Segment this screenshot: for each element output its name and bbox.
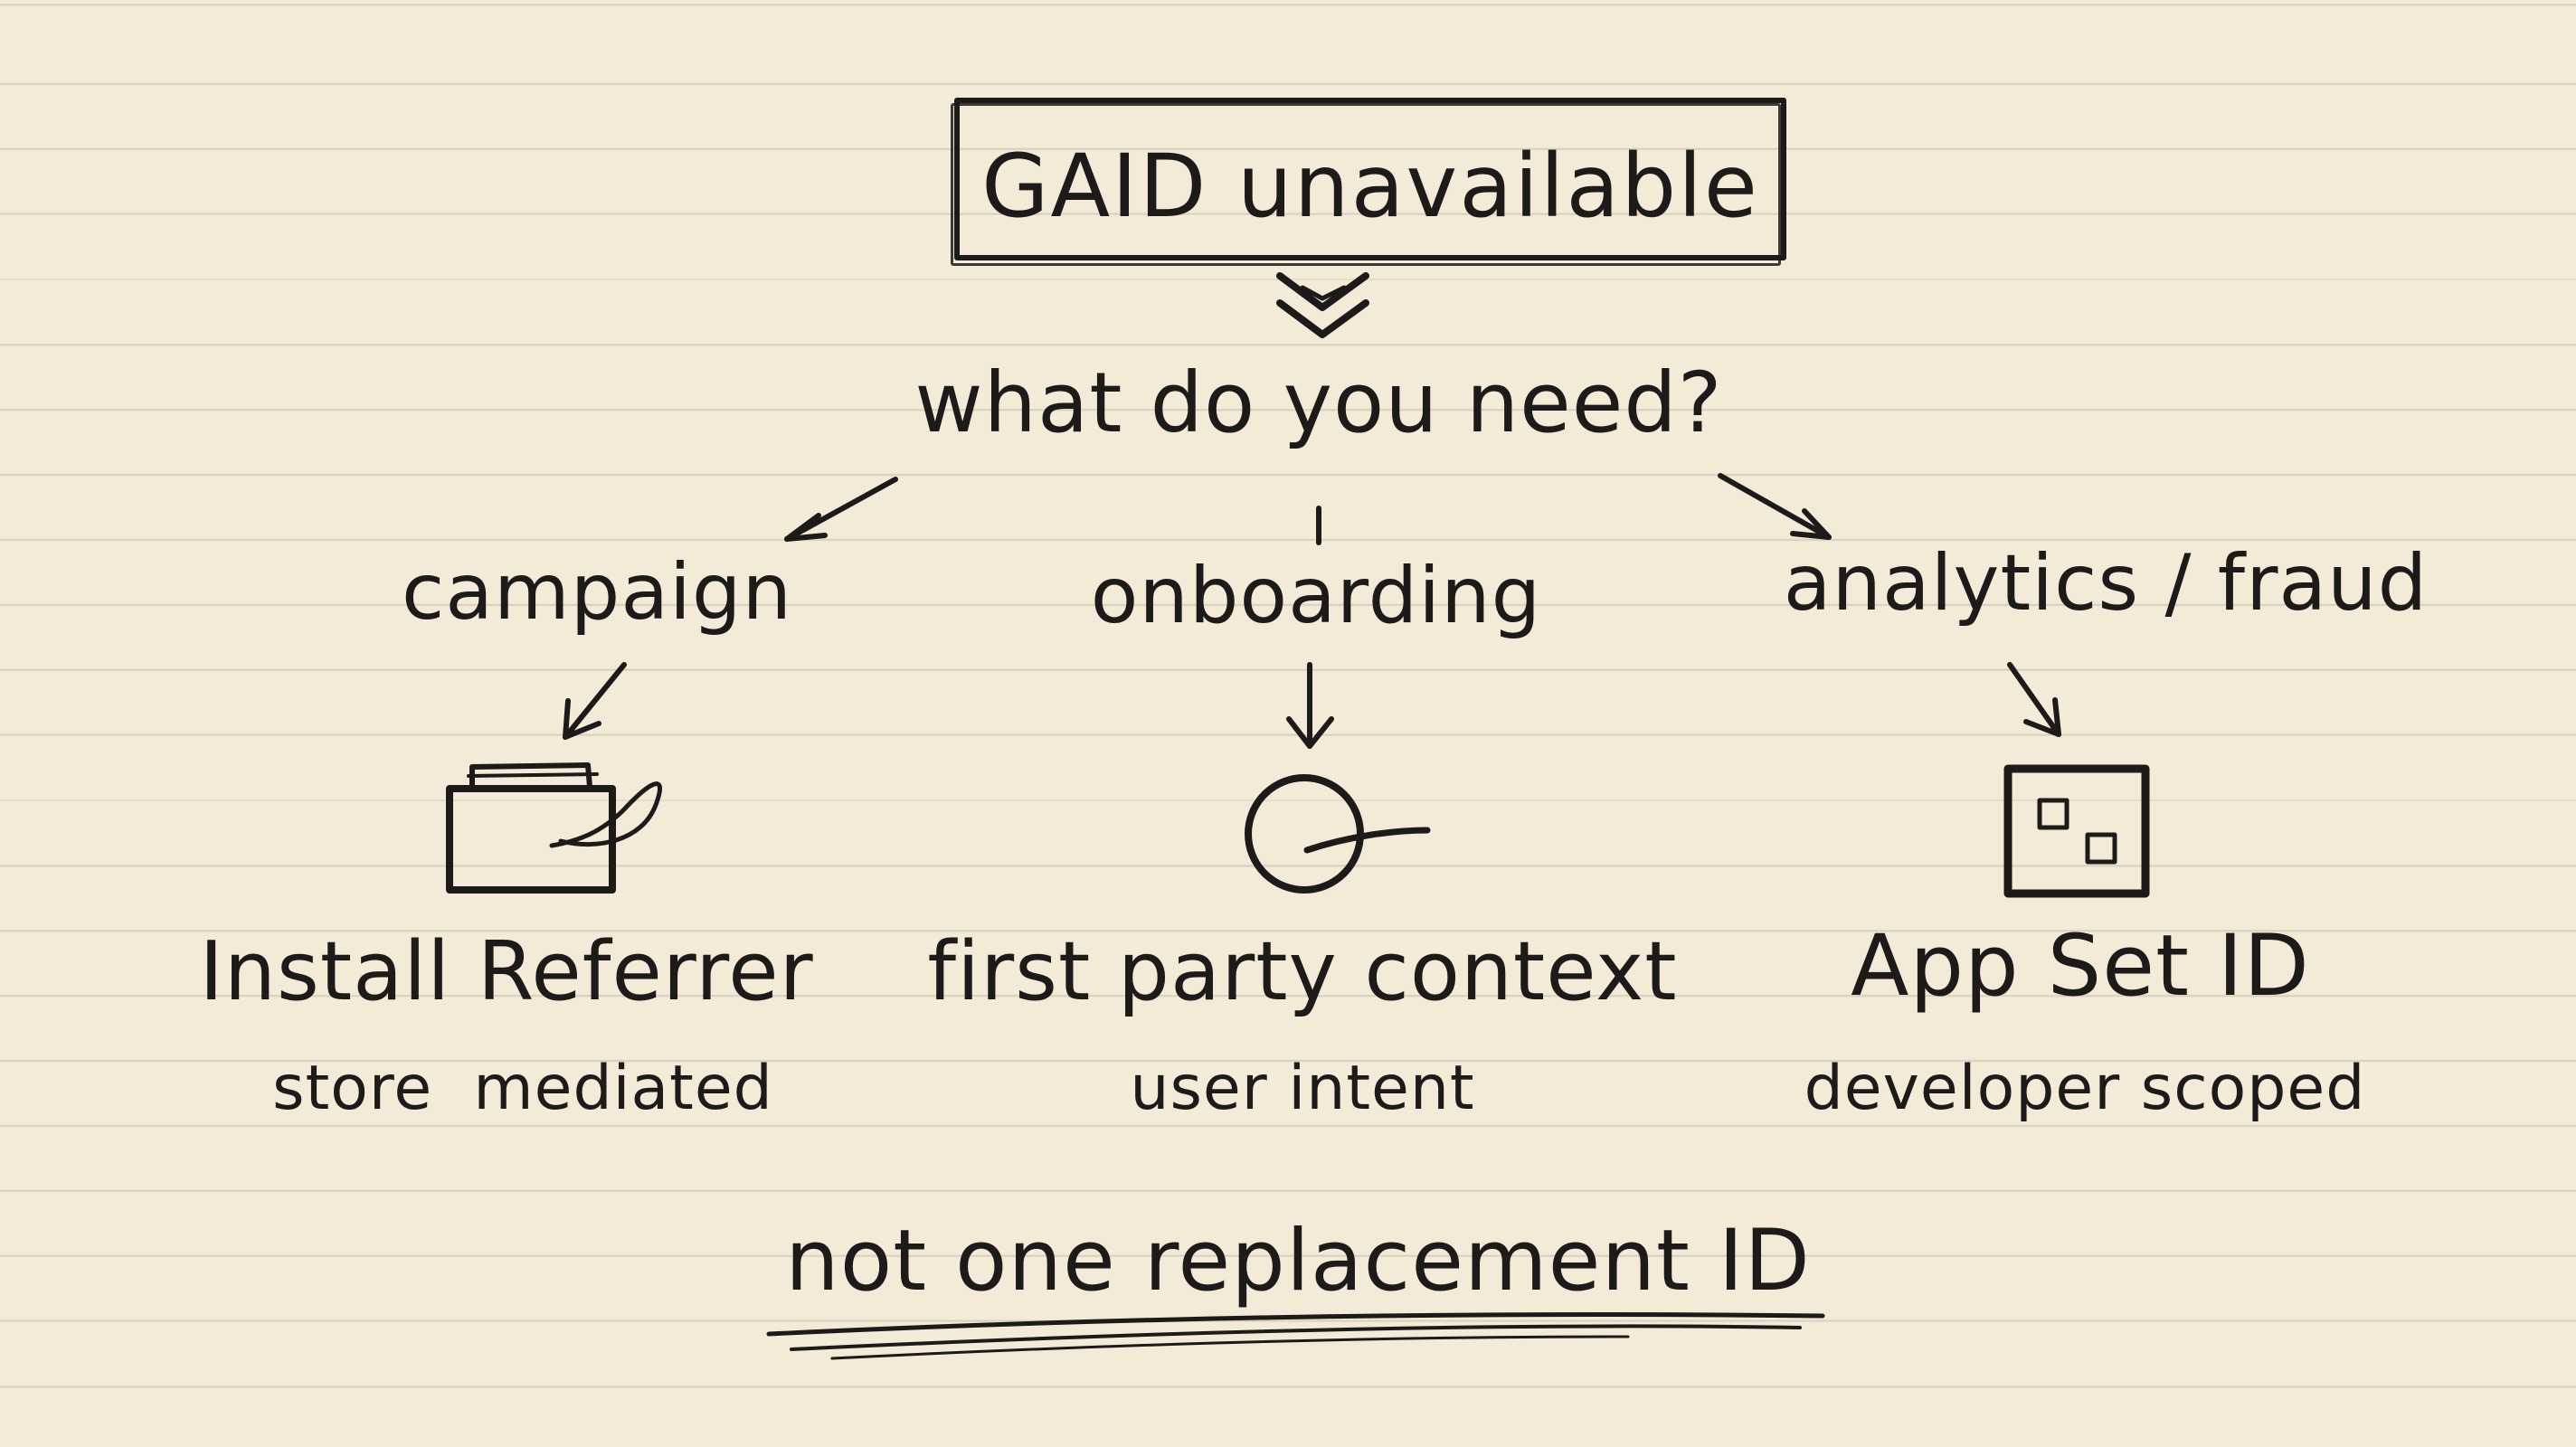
note-user-intent: user intent bbox=[1130, 1053, 1475, 1124]
arrow-to-campaign bbox=[784, 477, 898, 542]
arrow-campaign-down bbox=[563, 662, 627, 740]
arrow-to-analytics bbox=[1718, 473, 1832, 540]
category-onboarding: onboarding bbox=[1090, 551, 1542, 641]
category-campaign: campaign bbox=[401, 547, 793, 638]
solution-install-referrer: Install Referrer bbox=[199, 924, 814, 1019]
conclusion-text: not one replacement ID bbox=[785, 1212, 1811, 1310]
folder-icon bbox=[446, 762, 662, 894]
solution-first-party-context: first party context bbox=[927, 924, 1678, 1019]
arrow-onboarding-down bbox=[1286, 662, 1334, 749]
squares-box-icon bbox=[2003, 764, 2150, 898]
note-store-mediated: store mediated bbox=[272, 1053, 773, 1124]
question-text: what do you need? bbox=[914, 355, 1723, 451]
category-analytics-fraud: analytics / fraud bbox=[1783, 538, 2429, 629]
solution-app-set-id: App Set ID bbox=[1851, 917, 2310, 1016]
circle-icon bbox=[1245, 774, 1431, 894]
note-developer-scoped: developer scoped bbox=[1804, 1053, 2366, 1124]
arrow-analytics-down bbox=[2007, 662, 2061, 737]
title-box-border bbox=[954, 98, 1786, 260]
double-chevron-down-icon bbox=[1276, 272, 1369, 338]
title-box-border-inner bbox=[951, 103, 1781, 266]
conclusion-underline bbox=[766, 1312, 1825, 1360]
title-box: GAID unavailable bbox=[951, 98, 1786, 266]
title-text: GAID unavailable bbox=[981, 136, 1759, 237]
